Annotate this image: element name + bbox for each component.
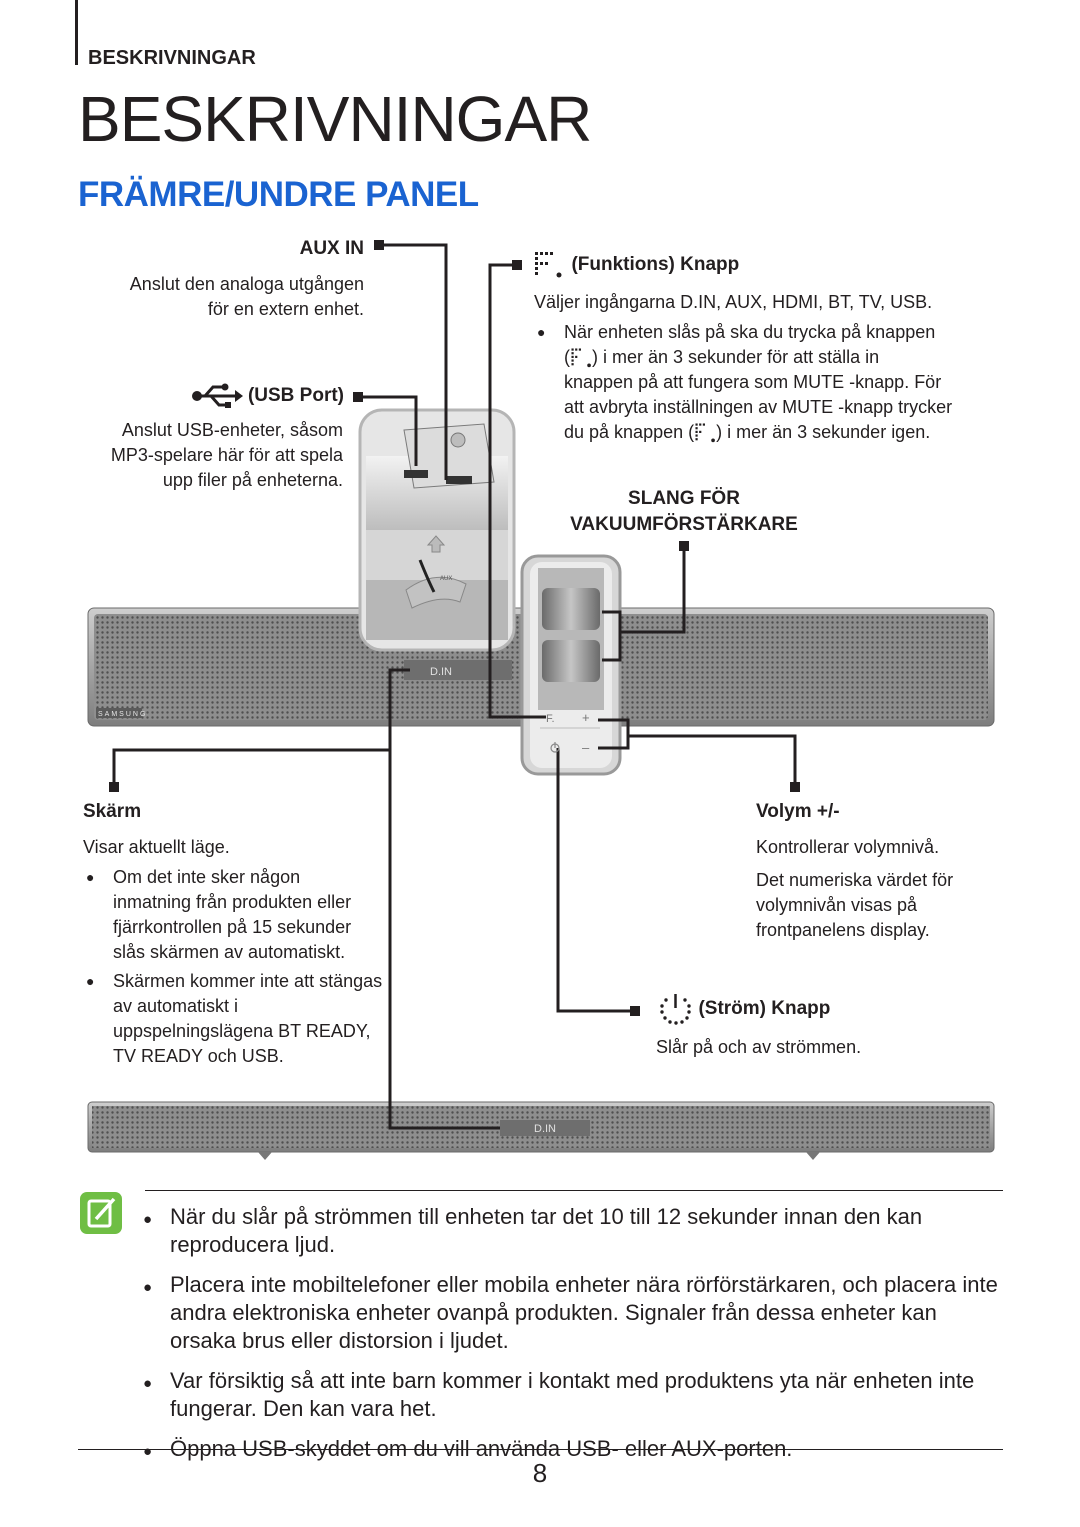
function-bullet-line-with-icon: du på knappen ( ) i mer än 3 sekunder ige… bbox=[564, 420, 994, 445]
section-label: BESKRIVNINGAR bbox=[88, 47, 256, 69]
tube-label-line: SLANG FÖR bbox=[628, 488, 740, 509]
usb-port-desc-line: MP3-spelare här för att spela bbox=[110, 445, 343, 465]
aux-label-inset: AUX bbox=[440, 576, 452, 582]
function-callout: (Funktions) Knapp bbox=[533, 250, 739, 280]
usb-aux-inset bbox=[358, 408, 516, 652]
soundbar-diagram: D.IN D.IN SAMSUNG F. + – AUX bbox=[87, 240, 995, 1160]
leader-lines bbox=[112, 243, 797, 1130]
tube-label: SLANG FÖR VAKUUMFÖRSTÄRKARE bbox=[534, 488, 834, 536]
note-item: Öppna USB-skyddet om du vill använda USB… bbox=[140, 1435, 1000, 1466]
volume-desc2: Det numeriska värdet för volymnivån visa… bbox=[756, 868, 996, 943]
front-display-text: D.IN bbox=[430, 666, 452, 678]
bullet-dot: ● bbox=[537, 324, 546, 340]
vacuum-tube-1 bbox=[542, 588, 600, 630]
function-bullet-line: När enheten slås på ska du trycka på kna… bbox=[564, 322, 936, 342]
power-button-mark[interactable] bbox=[550, 742, 560, 753]
function-icon bbox=[571, 348, 591, 368]
volume-desc: Kontrollerar volymnivå. bbox=[756, 837, 940, 857]
brand-logo: SAMSUNG bbox=[98, 711, 147, 718]
vacuum-tube-2 bbox=[542, 640, 600, 682]
power-label: (Ström) Knapp bbox=[698, 998, 831, 1019]
usb-port-callout: (USB Port) bbox=[180, 383, 344, 409]
function-button-mark[interactable]: F. bbox=[546, 713, 555, 725]
usb-icon bbox=[192, 383, 244, 408]
aux-in-desc-line: Anslut den analoga utgången bbox=[129, 274, 364, 294]
function-icon bbox=[695, 423, 716, 443]
soundbar-bottom bbox=[87, 1101, 995, 1160]
function-bullet-line: knappen på att fungera som MUTE -knapp. … bbox=[564, 372, 942, 392]
function-desc: Väljer ingångarna D.IN, AUX, HDMI, BT, T… bbox=[534, 292, 933, 312]
display-bullets: Om det inte sker någon inmatning från pr… bbox=[83, 865, 383, 1073]
volume-desc2-line: Det numeriska värdet för bbox=[756, 870, 954, 890]
footer-rule bbox=[78, 1449, 1003, 1450]
note-item: Var försiktig så att inte barn kommer i … bbox=[140, 1367, 1000, 1423]
function-icon bbox=[535, 252, 562, 278]
volume-desc2-line: frontpanelens display. bbox=[756, 920, 930, 940]
bottom-display-text: D.IN bbox=[534, 1123, 556, 1135]
usb-port-desc-line: upp filer på enheterna. bbox=[162, 470, 343, 490]
power-callout: (Ström) Knapp bbox=[656, 990, 830, 1028]
leader-endpoints bbox=[109, 240, 800, 1016]
display-desc: Visar aktuellt läge. bbox=[83, 837, 230, 857]
panel-subheading: FRÄMRE/UNDRE PANEL bbox=[78, 175, 479, 214]
display-label: Skärm bbox=[83, 801, 142, 822]
notes-list: När du slår på strömmen till enheten tar… bbox=[140, 1203, 1000, 1475]
note-icon bbox=[80, 1192, 122, 1234]
function-bullet-line: i mer än 3 sekunder för att ställa in bbox=[603, 347, 880, 367]
function-bullet-line: att avbryta inställningen av MUTE -knapp… bbox=[564, 397, 953, 417]
function-bullet-text: ● När enheten slås på ska du trycka på k… bbox=[534, 320, 994, 445]
page-number: 8 bbox=[532, 1458, 548, 1488]
usb-port-desc: Anslut USB-enheter, såsom MP3-spelare hä… bbox=[40, 418, 343, 493]
display-bullet: Skärmen kommer inte att stängas av autom… bbox=[83, 969, 383, 1069]
power-icon bbox=[660, 994, 691, 1025]
power-desc: Slår på och av strömmen. bbox=[656, 1037, 862, 1057]
volume-up-mark[interactable]: + bbox=[582, 710, 590, 725]
notes-top-rule bbox=[145, 1190, 1003, 1191]
note-item: När du slår på strömmen till enheten tar… bbox=[140, 1203, 1000, 1259]
usb-port-label: (USB Port) bbox=[247, 385, 344, 406]
tube-amplifier-panel bbox=[520, 554, 622, 776]
display-bullet: Om det inte sker någon inmatning från pr… bbox=[83, 865, 383, 965]
aux-in-label: AUX IN bbox=[299, 238, 364, 259]
function-label: (Funktions) Knapp bbox=[571, 254, 740, 275]
aux-in-desc: Anslut den analoga utgången för en exter… bbox=[60, 272, 364, 322]
tube-label-line: VAKUUMFÖRSTÄRKARE bbox=[570, 514, 798, 535]
volume-down-mark[interactable]: – bbox=[582, 740, 590, 755]
header-rule bbox=[75, 0, 78, 65]
note-item: Placera inte mobiltelefoner eller mobila… bbox=[140, 1271, 1000, 1355]
aux-in-desc-line: för en extern enhet. bbox=[207, 299, 364, 319]
usb-port-desc-line: Anslut USB-enheter, såsom bbox=[121, 420, 343, 440]
page-title: BESKRIVNINGAR bbox=[78, 83, 592, 155]
function-bullet: ● När enheten slås på ska du trycka på k… bbox=[534, 320, 994, 445]
function-bullet-line: du på knappen ( bbox=[564, 422, 695, 442]
volume-label: Volym +/- bbox=[756, 801, 840, 822]
function-bullet-line-with-icon: () i mer än 3 sekunder för att ställa in bbox=[564, 345, 994, 370]
volume-desc2-line: volymnivån visas på bbox=[756, 895, 918, 915]
function-bullet-line: ) i mer än 3 sekunder igen. bbox=[716, 422, 931, 442]
